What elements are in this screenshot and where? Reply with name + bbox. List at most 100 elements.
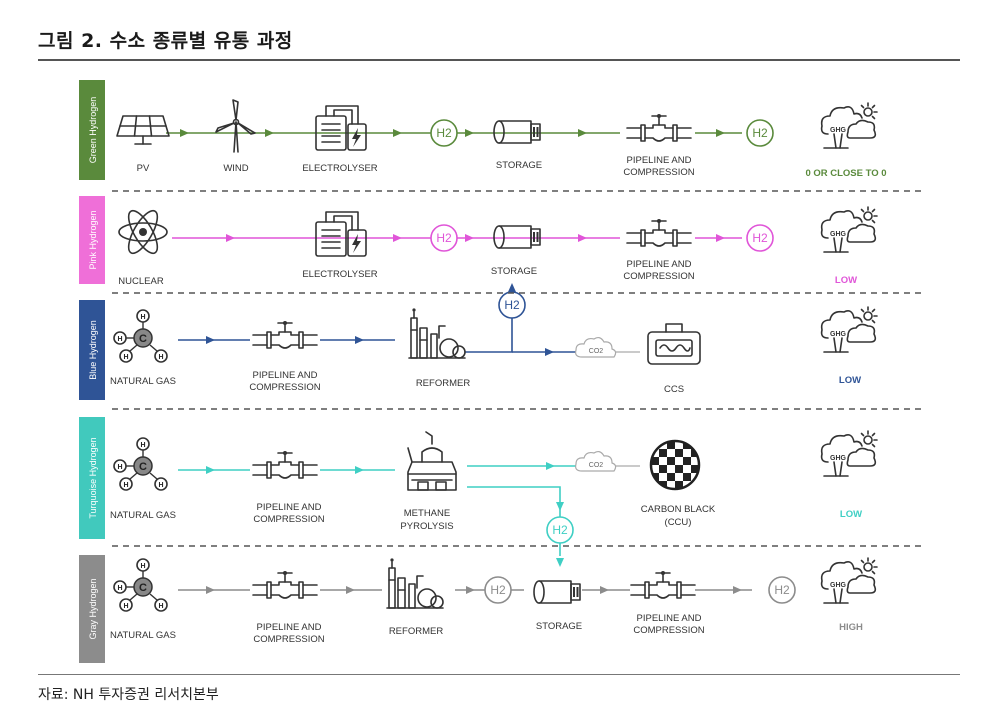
electrolyser-icon <box>315 105 367 151</box>
pipeline-icon <box>252 570 318 599</box>
natural-gas-molecule-icon: C H H H H <box>113 437 168 491</box>
label-electrolyser: ELECTROLYSER <box>302 269 377 280</box>
svg-text:C: C <box>139 582 147 594</box>
label-nuclear: NUCLEAR <box>118 276 164 287</box>
svg-text:H: H <box>158 603 163 610</box>
label-natural-gas: NATURAL GAS <box>110 630 176 641</box>
label-pipeline-1: PIPELINE AND <box>257 622 322 633</box>
label-pipeline-1: PIPELINE AND <box>627 259 692 270</box>
label-storage: STORAGE <box>536 621 582 632</box>
svg-text:H: H <box>123 482 128 489</box>
nuclear-atom-icon <box>118 205 168 259</box>
emission-status: LOW <box>839 375 861 386</box>
band-green <box>79 80 105 180</box>
label-reformer: REFORMER <box>416 378 471 389</box>
ghg-icon <box>820 306 878 353</box>
h2-bubble: H2 <box>436 126 452 140</box>
ghg-label: GHG <box>830 582 847 589</box>
row-turquoise: Turquoise Hydrogen H2 C H H H H NA <box>79 417 878 567</box>
label-pipeline-1: PIPELINE AND <box>627 155 692 166</box>
h2-bubble: H2 <box>490 583 506 597</box>
atom-c: C <box>139 333 147 345</box>
row-gray: Gray Hydrogen C H H H H NATURAL GAS <box>79 555 878 663</box>
svg-text:H: H <box>140 563 145 570</box>
emission-status: HIGH <box>839 622 863 633</box>
reformer-icon <box>386 557 444 609</box>
band-gray <box>79 555 105 663</box>
band-turquoise <box>79 417 105 539</box>
label-storage: STORAGE <box>491 266 537 277</box>
h2-bubble: H2 <box>436 231 452 245</box>
label-pipeline-2: COMPRESSION <box>253 634 324 645</box>
label-pipeline-1: PIPELINE AND <box>253 370 318 381</box>
pipeline-icon <box>626 218 692 247</box>
natural-gas-molecule-icon: C H H H H <box>113 558 168 612</box>
svg-text:H: H <box>117 585 122 592</box>
label-natural-gas: NATURAL GAS <box>110 510 176 521</box>
label-pipeline-2: COMPRESSION <box>633 625 704 636</box>
top-rule <box>38 59 960 61</box>
bottom-rule <box>38 674 960 675</box>
label-electrolyser: ELECTROLYSER <box>302 163 377 174</box>
co2-label: CO2 <box>589 462 604 469</box>
row-green: Green Hydrogen PV WIND ELECTROLYSER H2 S… <box>79 80 887 180</box>
label-pipeline-2: COMPRESSION <box>253 514 324 525</box>
storage-tank-icon <box>533 580 581 604</box>
h2-bubble: H2 <box>774 583 790 597</box>
ghg-icon <box>820 206 878 253</box>
band-blue <box>79 300 105 400</box>
label-natural-gas: NATURAL GAS <box>110 376 176 387</box>
svg-text:C: C <box>139 461 147 473</box>
svg-text:H: H <box>140 314 145 321</box>
pipeline-icon <box>252 450 318 479</box>
ghg-icon <box>820 102 878 149</box>
ghg-label: GHG <box>830 231 847 238</box>
source-note: 자료: NH 투자증권 리서치본부 <box>38 687 219 703</box>
ghg-icon <box>820 557 878 604</box>
label-pv: PV <box>137 163 150 174</box>
carbon-black-icon <box>651 441 699 489</box>
label-methane: METHANE <box>404 508 450 519</box>
figure-title: 그림 2. 수소 종류별 유통 과정 <box>38 30 293 52</box>
label-pipeline-2: COMPRESSION <box>623 271 694 282</box>
label-reformer: REFORMER <box>389 626 444 637</box>
band-label-gray: Gray Hydrogen <box>88 578 98 639</box>
label-wind: WIND <box>223 163 248 174</box>
label-pipeline-1: PIPELINE AND <box>637 613 702 624</box>
emission-status: LOW <box>840 509 862 520</box>
solar-panel-icon <box>116 115 170 145</box>
svg-text:H: H <box>123 603 128 610</box>
row-pink: Pink Hydrogen NUCLEAR ELECTROLYSER H2 ST… <box>79 196 878 287</box>
svg-text:H: H <box>117 336 122 343</box>
natural-gas-molecule-icon: C H H H H <box>113 309 168 363</box>
emission-status: LOW <box>835 275 857 286</box>
wind-turbine-icon <box>215 99 256 153</box>
band-label-turquoise: Turquoise Hydrogen <box>88 437 98 518</box>
label-pipeline-2: COMPRESSION <box>623 167 694 178</box>
h2-bubble: H2 <box>752 126 768 140</box>
h2-bubble: H2 <box>552 523 568 537</box>
label-pyrolysis: PYROLYSIS <box>400 521 453 532</box>
band-label-green: Green Hydrogen <box>88 97 98 164</box>
svg-text:H: H <box>158 354 163 361</box>
label-ccu: (CCU) <box>665 517 692 528</box>
row-blue: Blue Hydrogen H2 C H H H H NATURAL GAS <box>79 283 878 400</box>
label-storage: STORAGE <box>496 160 542 171</box>
methane-pyrolysis-icon <box>407 431 457 491</box>
svg-text:H: H <box>117 464 122 471</box>
svg-text:H: H <box>140 442 145 449</box>
ghg-label: GHG <box>830 127 847 134</box>
ghg-label: GHG <box>830 455 847 462</box>
ccs-icon <box>647 323 701 365</box>
pipeline-icon <box>630 570 696 599</box>
band-pink <box>79 196 105 284</box>
row-separator-lines <box>112 190 922 547</box>
band-label-pink: Pink Hydrogen <box>88 210 98 269</box>
pipeline-icon <box>252 320 318 349</box>
electrolyser-icon <box>315 211 367 257</box>
co2-label: CO2 <box>589 348 604 355</box>
label-pipeline-1: PIPELINE AND <box>257 502 322 513</box>
reformer-icon <box>408 307 466 359</box>
label-carbon-black: CARBON BLACK <box>641 504 716 515</box>
